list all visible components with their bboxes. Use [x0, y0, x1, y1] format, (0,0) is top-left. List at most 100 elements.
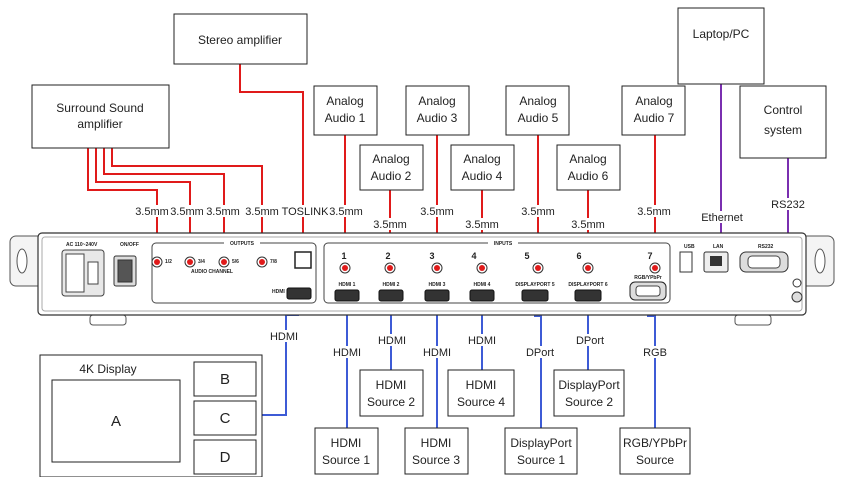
- dp6-port-label: DISPLAYPORT 6: [568, 282, 607, 288]
- hdmi-output-port[interactable]: [286, 287, 312, 300]
- displayport-source-1-box: [504, 427, 578, 475]
- in2-label: 2: [385, 251, 390, 261]
- hdmi2-port-label: HDMI 2: [383, 282, 400, 288]
- display-window-d: [193, 439, 257, 475]
- displayport-5-port[interactable]: [521, 289, 549, 302]
- dp-source-1-label-2: Source 1: [517, 453, 565, 467]
- hdmi-source-3-label-1: HDMI: [421, 436, 452, 450]
- mm-label-out78: 3.5mm: [245, 206, 279, 218]
- ch56-label: 5/6: [232, 259, 239, 265]
- mm-label-in1: 3.5mm: [329, 206, 363, 218]
- analog3-label-2: Audio 3: [417, 111, 458, 125]
- display-window-a: [51, 379, 181, 463]
- hdmi-source-1-label-1: HDMI: [331, 436, 362, 450]
- cable-surround-34: [95, 148, 191, 258]
- stereo-label: Stereo amplifier: [198, 33, 282, 47]
- cable-hdmi-out: [260, 300, 299, 416]
- mm-label-in2: 3.5mm: [373, 219, 407, 231]
- in3-label: 3: [429, 251, 434, 261]
- analog7-label-2: Audio 7: [634, 111, 675, 125]
- rgb-source-label-1: RGB/YPbPr: [623, 436, 687, 450]
- mm-label-out12: 3.5mm: [135, 206, 169, 218]
- hdmi-input-1-port[interactable]: [334, 289, 360, 302]
- rs232-label: RS232: [771, 199, 805, 211]
- rgb-cable-label: RGB: [643, 347, 667, 359]
- hdmi4-cable-label: HDMI: [468, 335, 496, 347]
- ground-terminal: [792, 278, 802, 288]
- mm-label-in5: 3.5mm: [521, 206, 555, 218]
- hdmi2-cable-label: HDMI: [378, 335, 406, 347]
- lan-label: LAN: [713, 244, 724, 250]
- stereo-amplifier-box: [173, 13, 308, 65]
- dp-source-2-label-1: DisplayPort: [558, 378, 620, 392]
- ch34-label: 3/4: [198, 259, 205, 265]
- audio-cables: [87, 64, 656, 258]
- toslink-port[interactable]: [294, 251, 312, 269]
- hdmi-source-2-label-2: Source 2: [367, 395, 415, 409]
- hdmi-input-3-port[interactable]: [424, 289, 450, 302]
- rs232-port-label: RS232: [758, 244, 774, 250]
- analog5-label-2: Audio 5: [518, 111, 559, 125]
- analog3-label-1: Analog: [418, 94, 455, 108]
- analog6-label-2: Audio 6: [568, 169, 609, 183]
- hdmi-source-4-box: [447, 369, 515, 417]
- mm-label-in6: 3.5mm: [571, 219, 605, 231]
- window-d-label: D: [220, 449, 231, 466]
- ethernet-label: Ethernet: [701, 212, 743, 224]
- laptop-box: [677, 7, 765, 85]
- control-label-2: system: [764, 123, 802, 137]
- dp6-cable-label: DPort: [576, 335, 604, 347]
- hdmi-source-3-box: [404, 427, 469, 475]
- hdmi3-port-label: HDMI 3: [429, 282, 446, 288]
- analog-audio-7-box: [621, 85, 686, 136]
- in7-label: 7: [647, 251, 652, 261]
- mm-label-in7: 3.5mm: [637, 206, 671, 218]
- analog-audio-1-box: [313, 85, 378, 136]
- displayport-source-2-box: [553, 369, 625, 417]
- hdmi-source-4-label-2: Source 4: [457, 395, 505, 409]
- analog-audio-3-box: [405, 85, 470, 136]
- analog2-label-1: Analog: [372, 152, 409, 166]
- ch12-label: 1/2: [165, 259, 172, 265]
- rgb-port-label: RGB/YPbPr: [634, 275, 662, 281]
- analog-audio-4-box: [450, 144, 515, 191]
- window-b-label: B: [220, 371, 230, 388]
- surround-amplifier-box: [31, 84, 170, 149]
- control-label-1: Control: [764, 103, 803, 117]
- analog1-label-1: Analog: [326, 94, 363, 108]
- ac-label: AC 110~240V: [66, 242, 98, 248]
- mm-label-out34: 3.5mm: [170, 206, 204, 218]
- mm-label-out56: 3.5mm: [206, 206, 240, 218]
- display-4k: 4K Display A B C D: [39, 354, 263, 477]
- mm-label-in4: 3.5mm: [465, 219, 499, 231]
- hdmi-source-4-label-1: HDMI: [466, 378, 497, 392]
- hdmi-source-3-label-2: Source 3: [412, 453, 460, 467]
- usb-port[interactable]: [679, 251, 693, 273]
- displayport-6-port[interactable]: [574, 289, 602, 302]
- switcher-rear-panel: AC 110~240V ON/OFF OUTPUTS AUDIO CHANNEL…: [9, 232, 835, 326]
- usb-label: USB: [684, 244, 695, 250]
- dp-source-2-label-2: Source 2: [565, 395, 613, 409]
- analog-audio-5-box: [505, 85, 570, 136]
- dp-source-1-label-1: DisplayPort: [510, 436, 572, 450]
- dp5-cable-label: DPort: [526, 347, 554, 359]
- hdmi-input-2-port[interactable]: [378, 289, 404, 302]
- window-c-label: C: [220, 410, 231, 427]
- hdmi1-port-label: HDMI 1: [339, 282, 356, 288]
- in1-label: 1: [341, 251, 346, 261]
- cable-stereo-toslink: [239, 64, 304, 256]
- display-window-b: [193, 361, 257, 397]
- mm-label-in3: 3.5mm: [420, 206, 454, 218]
- hdmi-out-cable-label: HDMI: [270, 331, 298, 343]
- hdmi1-cable-label: HDMI: [333, 347, 361, 359]
- analog-audio-2-box: [359, 144, 424, 191]
- window-a-label: A: [111, 413, 121, 430]
- inputs-label: INPUTS: [494, 241, 513, 247]
- onoff-label: ON/OFF: [120, 242, 139, 248]
- cable-rgb: [647, 300, 656, 428]
- analog5-label-1: Analog: [519, 94, 556, 108]
- display-title: 4K Display: [79, 362, 136, 376]
- hdmi-input-4-port[interactable]: [469, 289, 495, 302]
- in6-label: 6: [576, 251, 581, 261]
